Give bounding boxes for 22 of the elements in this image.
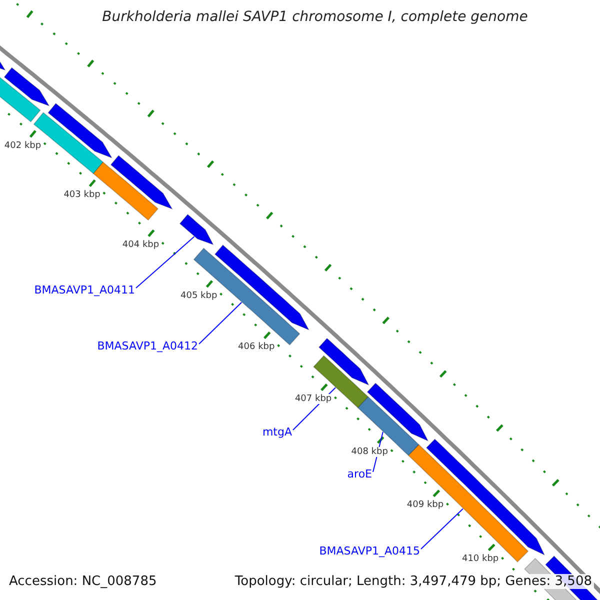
position-label: 405 kbp xyxy=(180,290,218,301)
position-label: 409 kbp xyxy=(406,500,444,510)
gene-label: BMASAVP1_A0412 xyxy=(97,340,198,352)
gene-label: aroE xyxy=(347,468,372,480)
position-label: 402 kbp xyxy=(4,141,42,152)
leader-line xyxy=(136,236,195,288)
position-label: 406 kbp xyxy=(238,342,275,352)
position-label: 407 kbp xyxy=(294,394,332,404)
title: Burkholderia mallei SAVP1 chromosome I, complete genome xyxy=(101,9,529,25)
gene-label: BMASAVP1_A0411 xyxy=(34,284,135,296)
footer-text: Accession: NC_008785 xyxy=(9,574,157,589)
position-label: 410 kbp xyxy=(462,554,499,564)
footer-text: Topology: circular; Length: 3,497,479 bp; Genes: 3,508 xyxy=(232,574,594,589)
leader-line xyxy=(420,508,464,550)
gene-arrow-shape xyxy=(179,214,214,246)
leader-line xyxy=(198,302,242,344)
gene-label: BMASAVP1_A0415 xyxy=(319,544,420,558)
gene-label: mtgA xyxy=(262,426,292,438)
position-label: 403 kbp xyxy=(64,190,100,200)
position-label: 408 kbp xyxy=(351,446,388,457)
gene-bar xyxy=(313,355,369,408)
position-label: 404 kbp xyxy=(122,240,160,250)
